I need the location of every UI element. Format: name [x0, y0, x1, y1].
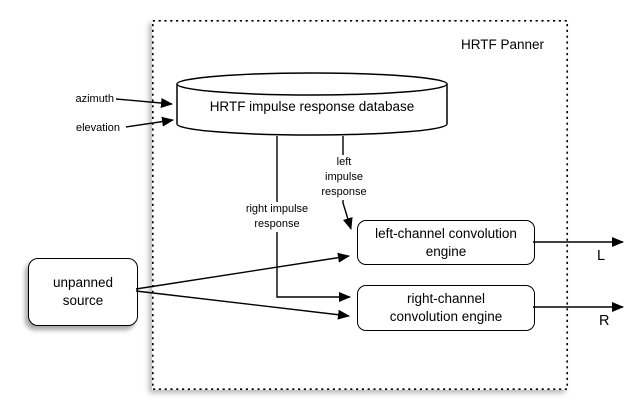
unpanned-source-box: unpanned source [28, 258, 138, 326]
right-convolution-engine-box: right-channel convolution engine [357, 285, 535, 331]
hrtf-database-label: HRTF impulse response database [209, 99, 415, 114]
cylinder-top [176, 72, 448, 96]
left-output-label: L [597, 248, 606, 264]
left-impulse-label: left impulse response [314, 155, 374, 200]
right-impulse-label: right impulse response [232, 202, 322, 232]
azimuth-label: azimuth [75, 93, 114, 105]
elevation-label: elevation [75, 122, 120, 134]
left-convolution-engine-box: left-channel convolution engine [357, 220, 535, 265]
right-output-label: R [599, 313, 610, 329]
panner-title: HRTF Panner [461, 37, 545, 52]
